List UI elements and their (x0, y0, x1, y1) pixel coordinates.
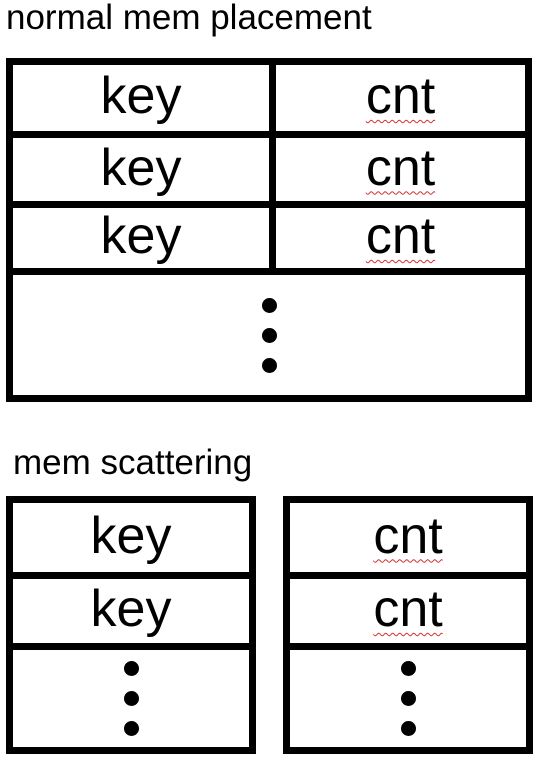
list-item: key (13, 579, 249, 650)
cnt-cell: cnt (276, 138, 525, 201)
key-cell: key (13, 579, 249, 643)
key-cell: key (13, 65, 269, 131)
mem-scattering-title: mem scattering (13, 443, 253, 482)
key-cell: key (13, 503, 249, 572)
cnt-array: cnt cnt (283, 496, 533, 754)
list-item: key (13, 503, 249, 579)
normal-placement-title: normal mem placement (6, 0, 372, 37)
cnt-label: cnt (373, 580, 443, 638)
cnt-cell: cnt (276, 208, 525, 268)
key-label: key (100, 207, 182, 265)
list-item: cnt (290, 503, 526, 579)
list-item: cnt (290, 579, 526, 650)
vertical-ellipsis-icon (13, 275, 525, 395)
cnt-cell: cnt (290, 579, 526, 643)
key-cnt-divider (269, 65, 276, 275)
cnt-label: cnt (365, 138, 436, 197)
cnt-label: cnt (373, 506, 443, 565)
key-cell: key (13, 208, 269, 268)
key-label: key (100, 67, 182, 125)
key-label: key (90, 580, 172, 638)
key-cell: key (13, 138, 269, 201)
vertical-ellipsis-icon (13, 650, 249, 747)
normal-placement-table: key cnt key cnt key cnt (6, 58, 532, 402)
cnt-label: cnt (365, 207, 436, 265)
key-label: key (100, 138, 182, 197)
key-array: key key (6, 496, 256, 754)
table-row: key cnt (13, 138, 525, 208)
vertical-ellipsis-icon (290, 650, 526, 747)
cnt-label: cnt (365, 67, 436, 125)
cnt-cell: cnt (290, 503, 526, 572)
table-row: key cnt (13, 208, 525, 275)
table-row: key cnt (13, 65, 525, 138)
cnt-cell: cnt (276, 65, 525, 131)
key-label: key (90, 506, 172, 565)
